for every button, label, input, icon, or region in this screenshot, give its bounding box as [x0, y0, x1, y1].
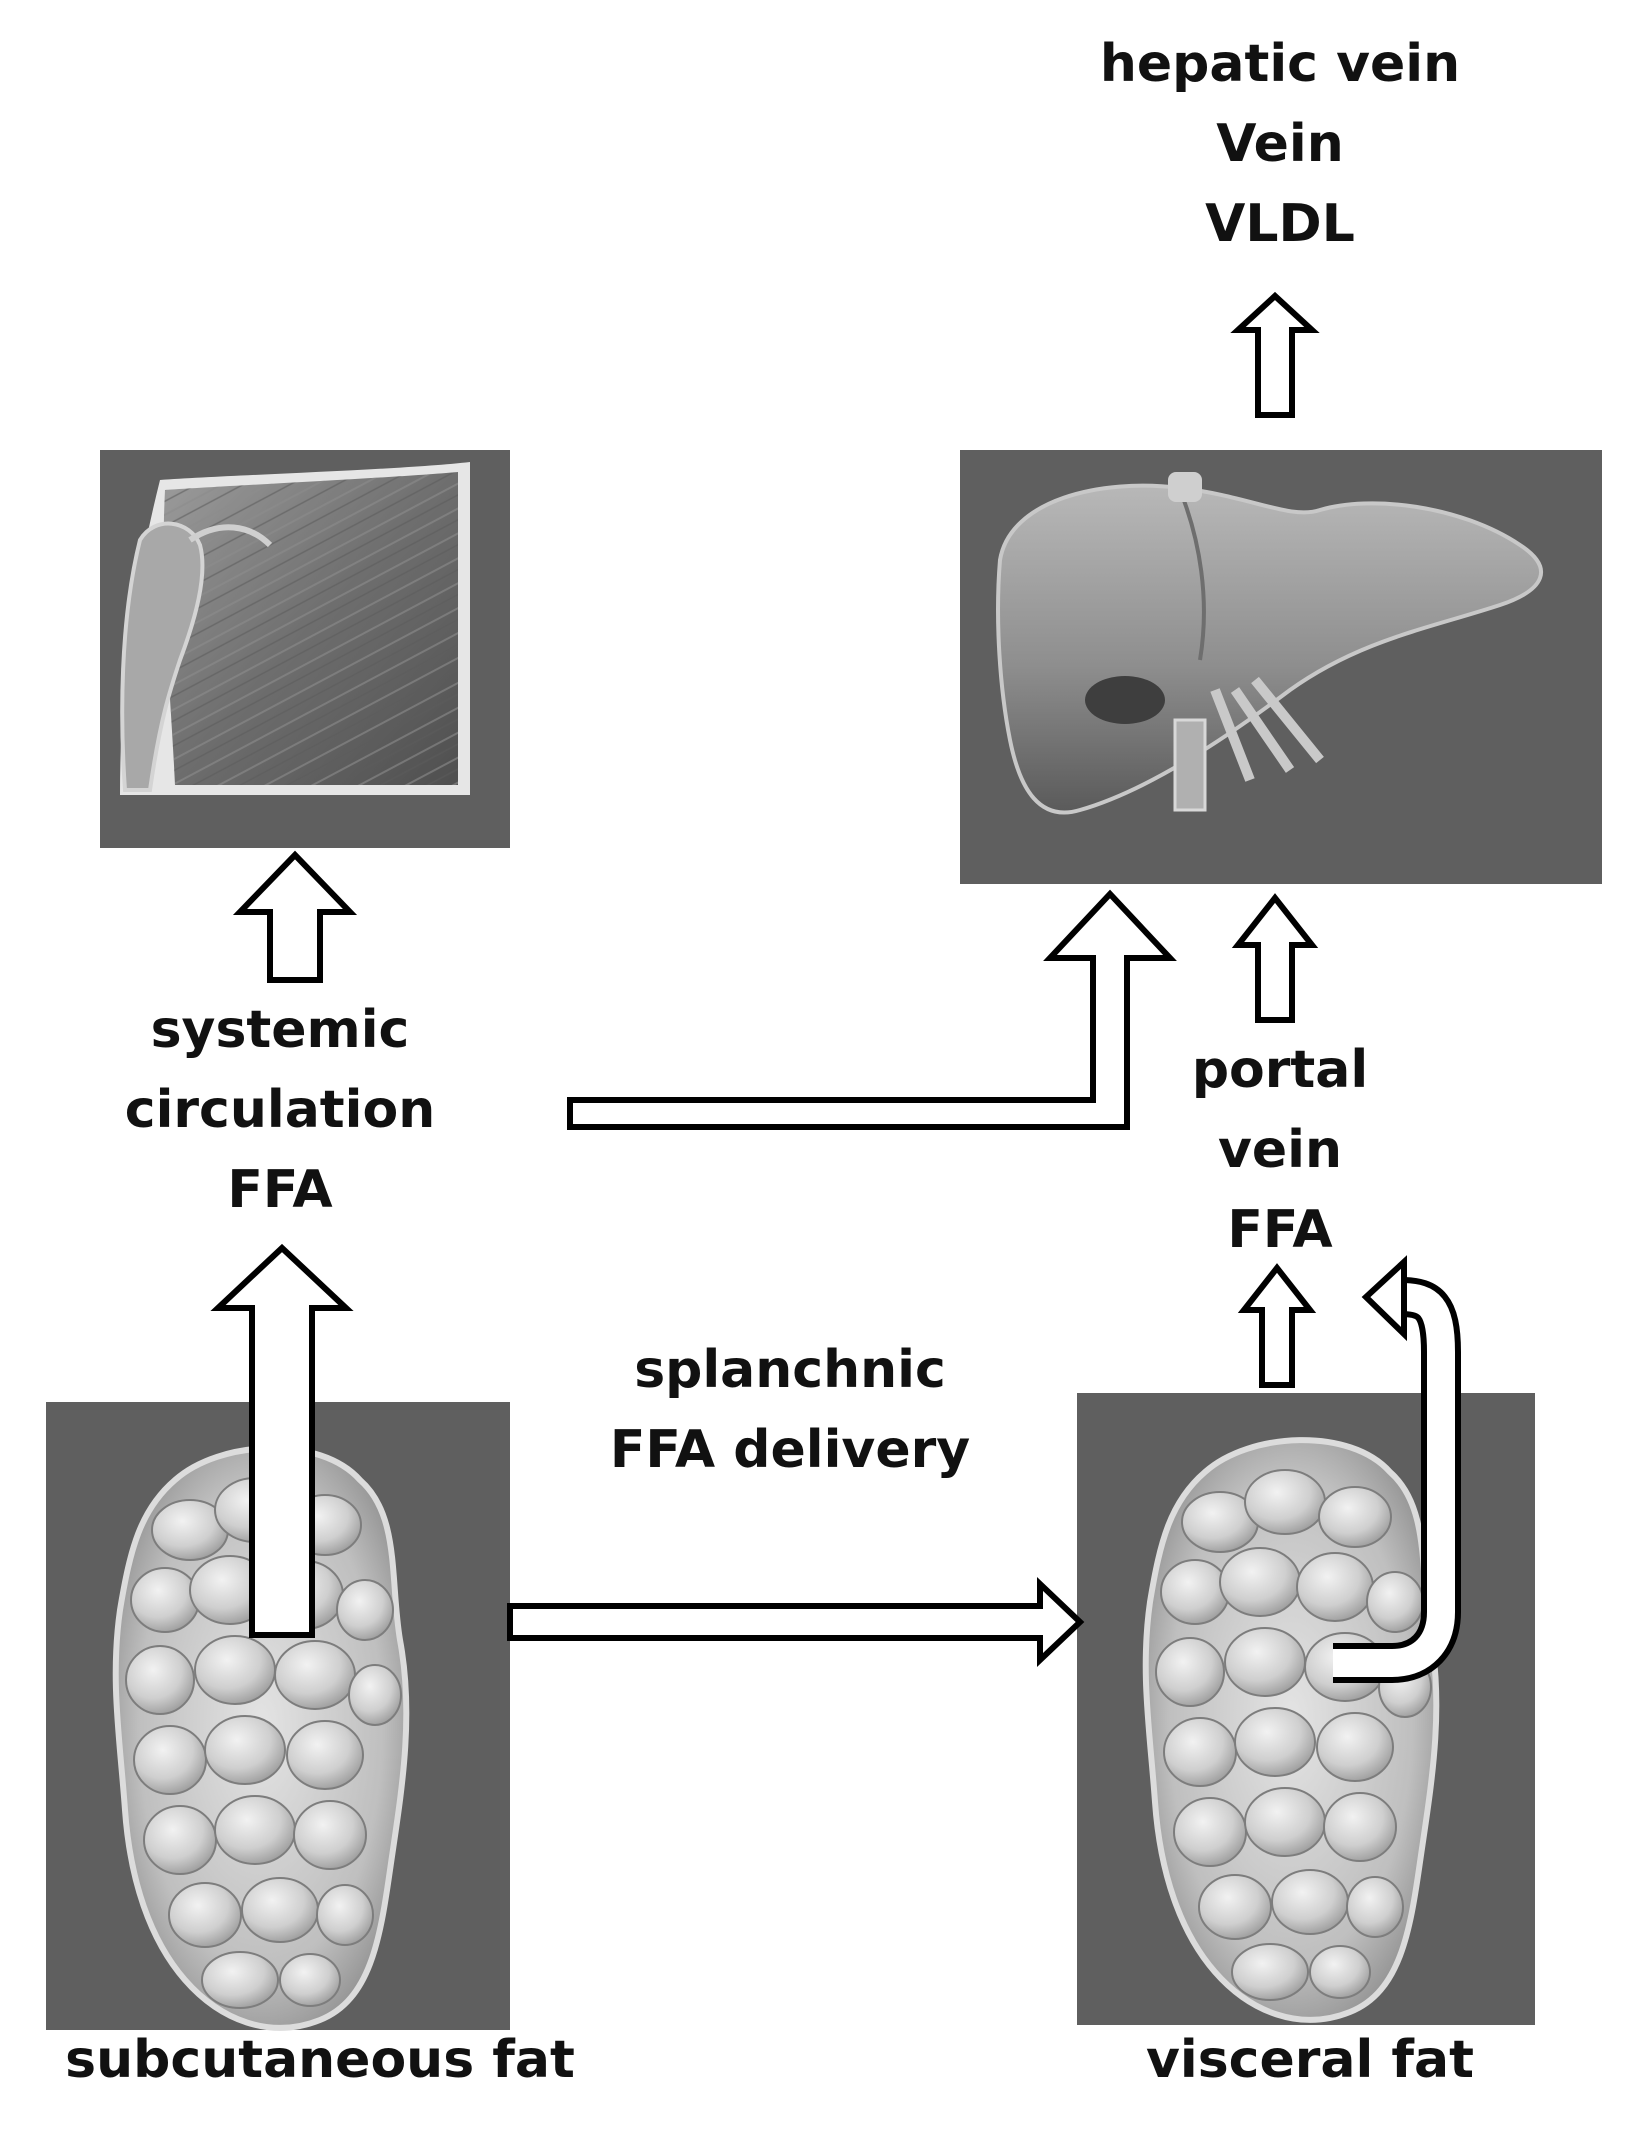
visceral-fat-panel [1077, 1393, 1535, 2025]
hepatic-vein-line-1: hepatic vein [1099, 34, 1461, 94]
arrow-liver-to-hepatic-vein [1230, 291, 1320, 418]
portal-line-2: vein [1217, 1120, 1342, 1180]
label-splanchnic-ffa-delivery: splanchnic FFA delivery [590, 1330, 990, 1490]
systemic-line-2: circulation [124, 1080, 436, 1140]
splanchnic-line-2: FFA delivery [609, 1420, 971, 1480]
label-visceral-fat: visceral fat [1110, 2020, 1510, 2100]
liver-icon [996, 472, 1543, 815]
label-systemic-circulation: systemic circulation FFA [80, 990, 480, 1230]
arrow-visceral-to-portal [1237, 1263, 1317, 1388]
liver-panel [960, 450, 1602, 884]
label-portal-vein: portal vein FFA [1130, 1030, 1430, 1270]
visceral-fat-text: visceral fat [1146, 2030, 1474, 2090]
splanchnic-line-1: splanchnic [634, 1340, 946, 1400]
arrow-portal-to-liver [1231, 893, 1319, 1023]
hepatic-vein-line-2: Vein [1216, 114, 1344, 174]
portal-line-1: portal [1191, 1040, 1369, 1100]
arrow-systemic-to-liver [567, 889, 1177, 1130]
systemic-line-3: FFA [227, 1160, 333, 1220]
portal-line-3: FFA [1227, 1200, 1333, 1260]
hepatic-vein-line-3: VLDL [1205, 194, 1355, 254]
visceral-fat-icon [1146, 1440, 1437, 2020]
arrow-subcutaneous-to-visceral [507, 1577, 1085, 1667]
arrow-systemic-to-muscle [232, 850, 358, 983]
systemic-line-1: systemic [150, 1000, 410, 1060]
muscle-panel [100, 450, 510, 848]
arrow-subcutaneous-to-systemic [210, 1243, 354, 1638]
label-hepatic-vein: hepatic vein Vein VLDL [1080, 24, 1480, 264]
subcutaneous-fat-text: subcutaneous fat [65, 2030, 575, 2090]
muscle-icon [120, 462, 470, 795]
label-subcutaneous-fat: subcutaneous fat [40, 2020, 600, 2100]
